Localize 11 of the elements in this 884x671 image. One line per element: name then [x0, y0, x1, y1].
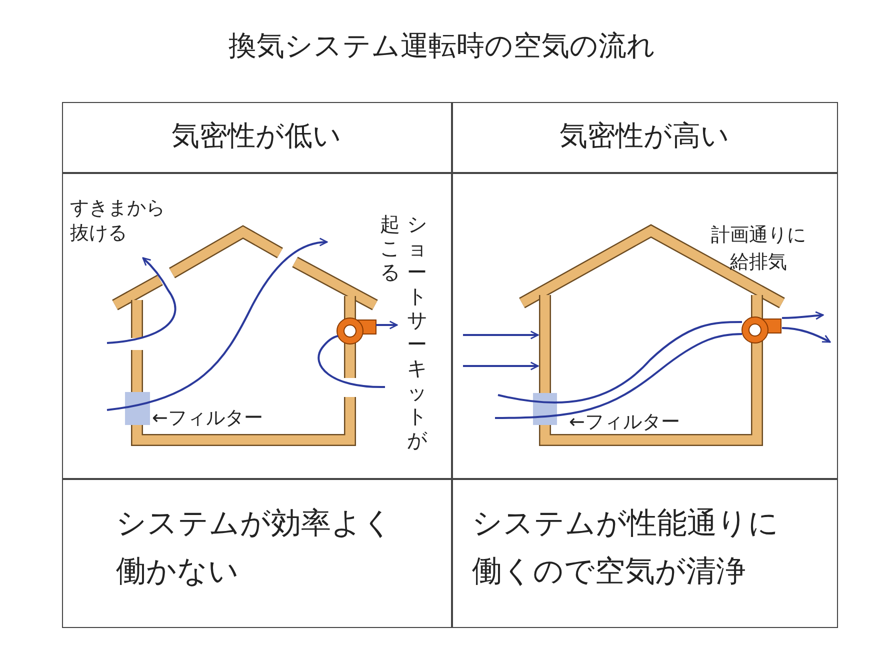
- column-header: 気密性が高い: [558, 118, 730, 154]
- filter-label: ←フィルター: [569, 410, 680, 434]
- column-header: 気密性が低い: [170, 118, 342, 154]
- filter-label: ←フィルター: [152, 406, 263, 430]
- callout-text: すきまから抜ける: [70, 196, 166, 246]
- callout-text: ショートサーキットが: [407, 212, 427, 452]
- callout-text: 計画通りに給排気: [710, 223, 807, 275]
- result-text: システムが性能通りに働くので空気が清浄: [472, 505, 780, 591]
- result-text: システムが効率よく働かない: [116, 505, 394, 591]
- diagram-title: 換気システム運転時の空気の流れ: [228, 28, 656, 64]
- callout-text: 起こる: [380, 212, 400, 284]
